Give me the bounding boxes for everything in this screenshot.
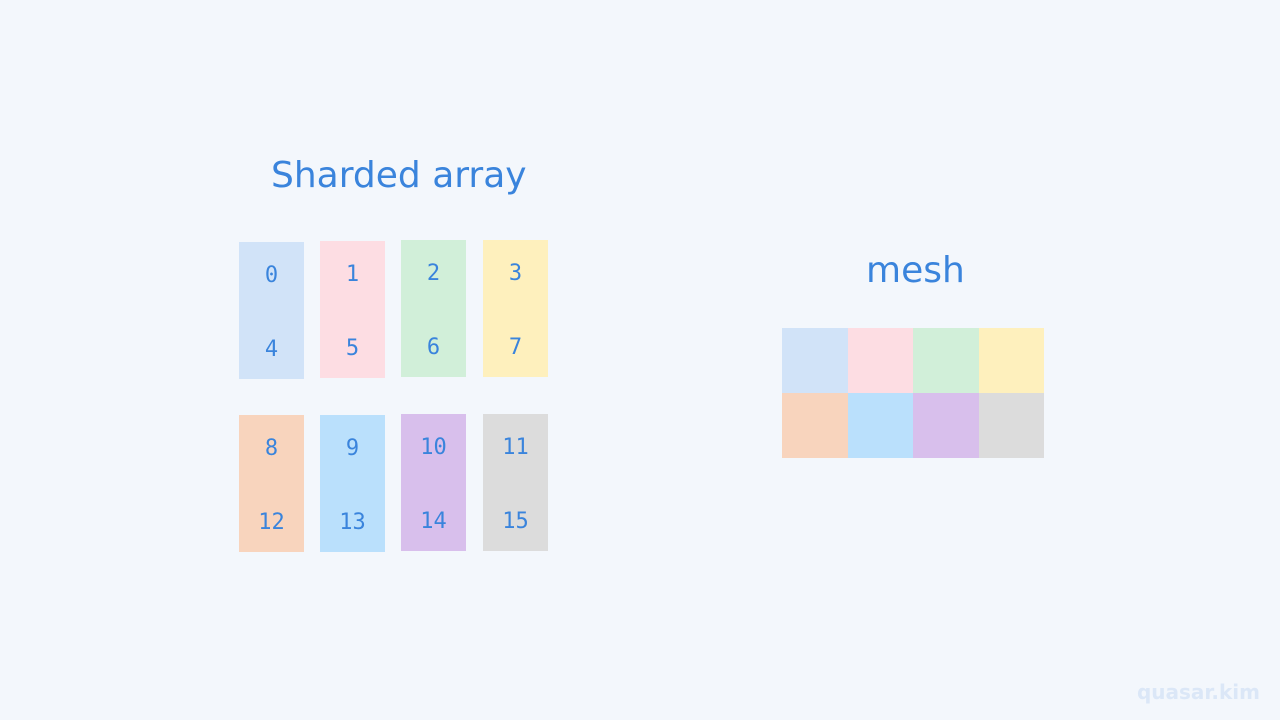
shard-7: 11 15 xyxy=(483,414,548,551)
shard-index-bottom: 7 xyxy=(508,335,523,360)
shard-1: 1 5 xyxy=(320,241,385,378)
mesh-cell xyxy=(978,328,1044,393)
shard-4: 8 12 xyxy=(239,415,304,552)
mesh-cell xyxy=(782,393,848,458)
shard-index-top: 3 xyxy=(508,261,523,286)
shard-index-top: 11 xyxy=(502,435,529,460)
shard-index-top: 1 xyxy=(345,262,360,287)
mesh-cell xyxy=(913,328,979,393)
shard-index-top: 9 xyxy=(345,436,360,461)
shard-6: 10 14 xyxy=(401,414,466,551)
shard-5: 9 13 xyxy=(320,415,385,552)
shard-3: 3 7 xyxy=(483,240,548,377)
shard-index-bottom: 15 xyxy=(502,509,529,534)
mesh-cell xyxy=(913,393,979,458)
shard-index-bottom: 4 xyxy=(264,337,279,362)
shard-index-top: 0 xyxy=(264,263,279,288)
mesh-cell xyxy=(847,393,913,458)
shard-index-top: 10 xyxy=(420,435,447,460)
shard-index-bottom: 6 xyxy=(426,335,441,360)
shard-index-bottom: 12 xyxy=(258,510,285,535)
watermark: quasar.kim xyxy=(1136,680,1260,704)
shard-0: 0 4 xyxy=(239,242,304,379)
shard-index-bottom: 14 xyxy=(420,509,447,534)
mesh-cell xyxy=(847,328,913,393)
shard-index-bottom: 13 xyxy=(339,510,366,535)
shard-2: 2 6 xyxy=(401,240,466,377)
shard-index-bottom: 5 xyxy=(345,336,360,361)
mesh-cell xyxy=(978,393,1044,458)
shard-index-top: 8 xyxy=(264,436,279,461)
sharded-array-title: Sharded array xyxy=(271,155,527,196)
device-mesh xyxy=(782,328,1044,458)
shard-index-top: 2 xyxy=(426,261,441,286)
mesh-title: mesh xyxy=(866,250,965,291)
mesh-cell xyxy=(782,328,848,393)
